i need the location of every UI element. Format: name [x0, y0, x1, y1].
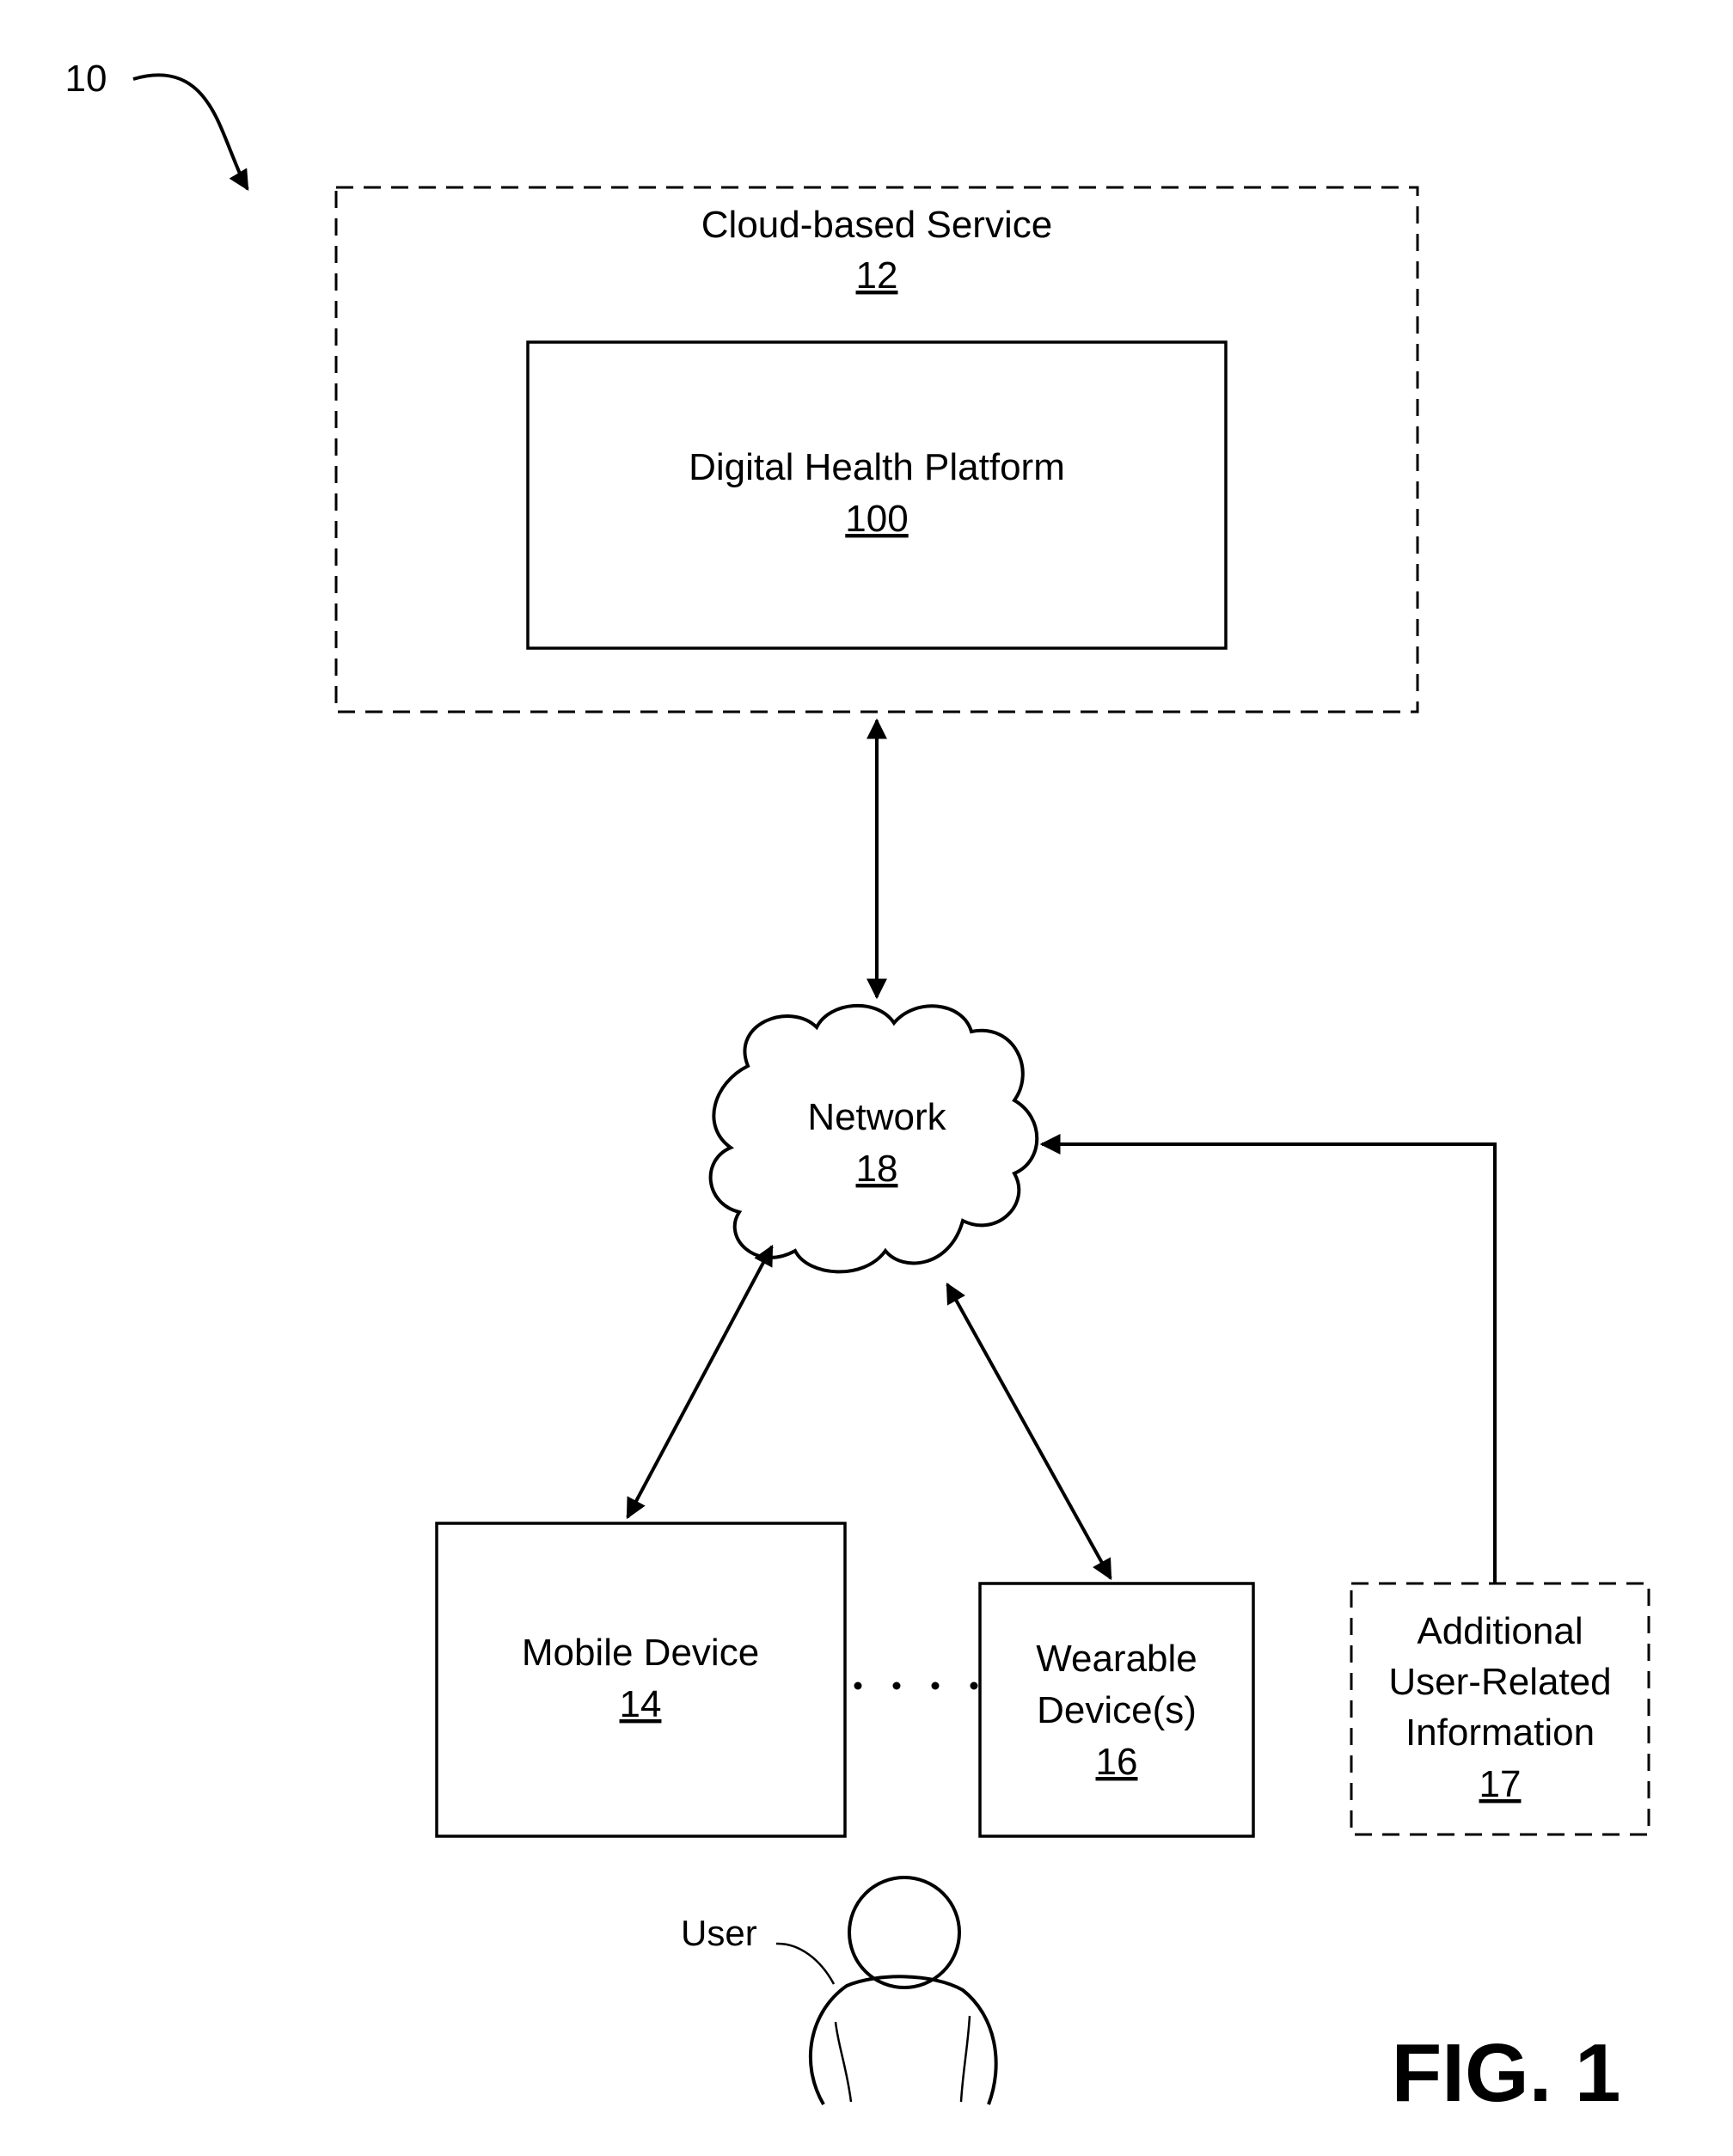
network-wearable-arrow — [946, 1282, 1112, 1581]
additional-info-box — [1350, 1582, 1650, 1836]
additional-info-title-line1: Additional — [1417, 1610, 1583, 1652]
network-title: Network — [807, 1096, 946, 1138]
wearable-device-title-line2: Device(s) — [1037, 1689, 1197, 1731]
additional-info-network-arrow — [1039, 1134, 1497, 1583]
figure-reference-numeral: 10 — [65, 58, 107, 100]
additional-info-title-line3: Information — [1405, 1712, 1595, 1754]
reference-numeral-arrow — [132, 73, 249, 192]
user-label-leader — [775, 1942, 836, 1985]
wearable-device-box — [978, 1582, 1255, 1838]
digital-health-platform-ref: 100 — [845, 498, 908, 540]
wearable-device-title-line1: Wearable — [1036, 1638, 1197, 1680]
device-ellipsis — [854, 1681, 978, 1690]
wearable-device-ref: 16 — [1096, 1741, 1138, 1783]
user-icon — [808, 1876, 998, 2106]
network-mobile-arrow — [626, 1244, 774, 1520]
network-cloud-icon — [708, 1004, 1039, 1274]
cloud-based-service-box — [334, 186, 1419, 714]
additional-info-title-line2: User-Related — [1388, 1661, 1611, 1703]
mobile-device-title: Mobile Device — [522, 1632, 759, 1674]
user-label: User — [681, 1913, 757, 1953]
mobile-device-ref: 14 — [620, 1683, 662, 1725]
additional-info-ref: 17 — [1479, 1763, 1522, 1805]
network-ref: 18 — [856, 1148, 898, 1190]
cloud-based-service-ref: 12 — [856, 254, 898, 297]
digital-health-platform-title: Digital Health Platform — [689, 446, 1065, 488]
figure-label: FIG. 1 — [1392, 2027, 1621, 2119]
cloud-based-service-title: Cloud-based Service — [701, 204, 1052, 246]
digital-health-platform-box — [526, 340, 1228, 650]
mobile-device-box — [435, 1522, 847, 1838]
